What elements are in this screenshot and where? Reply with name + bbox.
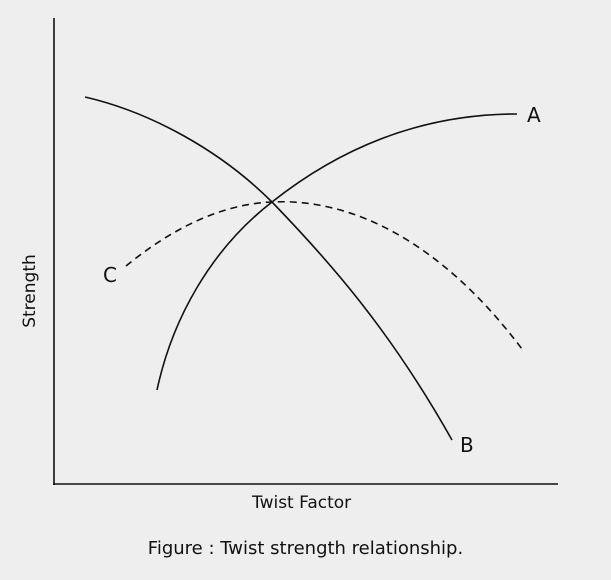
curve-a <box>156 113 518 391</box>
curve-b-label: B <box>460 433 474 457</box>
curve-c <box>125 200 523 350</box>
curve-a-label: A <box>527 103 541 127</box>
curve-c-label: C <box>103 263 117 287</box>
x-axis-label: Twist Factor <box>252 493 352 513</box>
figure-caption: Figure : Twist strength relationship. <box>147 538 464 559</box>
y-axis-label: Strength <box>19 254 40 328</box>
curve-b <box>84 96 453 441</box>
